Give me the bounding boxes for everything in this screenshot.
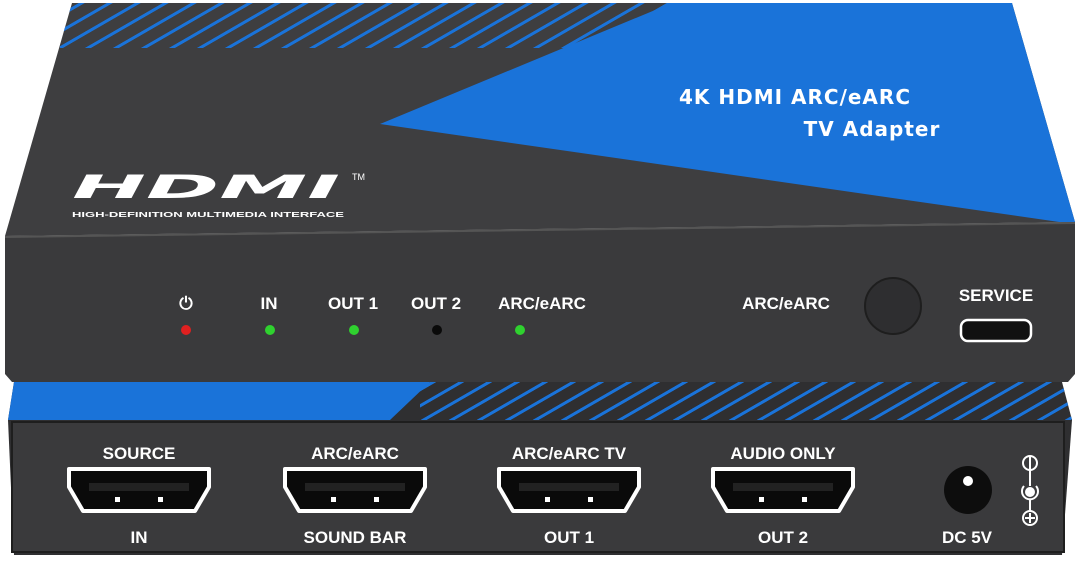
power-icon: ⏻: [179, 294, 193, 313]
port-contacts: [305, 483, 405, 491]
hdmi-logo: HDMI TM HIGH-DEFINITION MULTIMEDIA INTER…: [72, 168, 365, 219]
polarity-icon: [1021, 455, 1039, 526]
indicator-label: IN: [261, 294, 278, 313]
logo-text: HDMI: [72, 168, 340, 206]
decorative-stripes: [420, 382, 1072, 420]
blue-label-area: [380, 3, 1075, 225]
dc-power-jack[interactable]: [944, 466, 992, 514]
logo-trademark: TM: [352, 172, 365, 182]
port-bottom-label: SOUND BAR: [304, 528, 407, 547]
port-pin: [331, 497, 336, 502]
port-top-label: ARC/eARC TV: [512, 444, 627, 463]
port-pin: [115, 497, 120, 502]
port-pin: [802, 497, 807, 502]
port-pin: [545, 497, 550, 502]
port-pin: [374, 497, 379, 502]
product-title-line1: 4K HDMI ARC/eARC: [679, 85, 911, 109]
dc-jack-pin: [963, 476, 973, 486]
indicator-label: OUT 2: [411, 294, 461, 313]
product-title-line2: TV Adapter: [804, 117, 941, 141]
decorative-stripes: [60, 3, 680, 48]
status-led: [181, 325, 191, 335]
service-usb-port[interactable]: [959, 318, 1033, 343]
port-top-label: AUDIO ONLY: [730, 444, 836, 463]
indicator-label: ARC/eARC: [498, 294, 586, 313]
logo-tagline: HIGH-DEFINITION MULTIMEDIA INTERFACE: [72, 212, 345, 219]
arc-button-label: ARC/eARC: [742, 294, 830, 313]
port-top-label: SOURCE: [103, 444, 176, 463]
front-panel: ⏻ IN OUT 1 OUT 2 ARC/eARC ARC/eARC SERVICE: [4, 222, 1076, 382]
dc-power-label: DC 5V: [942, 528, 993, 547]
port-contacts: [519, 483, 619, 491]
status-led: [265, 325, 275, 335]
port-contacts: [733, 483, 833, 491]
rear-unit: SOURCE IN ARC/eARC SOUND BAR ARC/eARC TV OUT …: [8, 382, 1072, 555]
port-pin: [759, 497, 764, 502]
service-label: SERVICE: [959, 286, 1033, 305]
port-pin: [158, 497, 163, 502]
port-top-label: ARC/eARC: [311, 444, 399, 463]
status-led: [432, 325, 442, 335]
port-contacts: [89, 483, 189, 491]
port-pin: [588, 497, 593, 502]
top-surface: 4K HDMI ARC/eARC TV Adapter HDMI TM HIGH…: [5, 3, 1075, 236]
indicator-label: OUT 1: [328, 294, 378, 313]
port-bottom-label: OUT 2: [758, 528, 808, 547]
port-bottom-label: IN: [131, 528, 148, 547]
port-bottom-label: OUT 1: [544, 528, 594, 547]
arc-earc-button[interactable]: [864, 277, 922, 335]
status-led: [349, 325, 359, 335]
status-led: [515, 325, 525, 335]
